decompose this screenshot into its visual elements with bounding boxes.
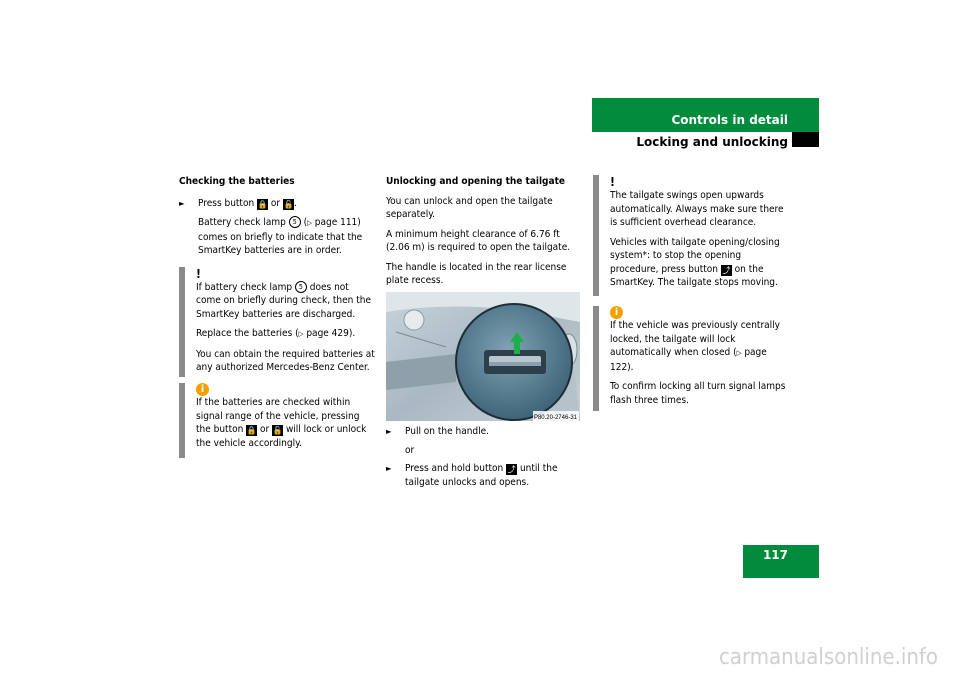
pull-handle-step: ► Pull on the handle. (386, 426, 490, 437)
lamp-number-badge: 5 (294, 280, 307, 293)
warning-text-2: Replace the batteries (▷ page 429). (196, 328, 356, 339)
page-ref-icon: ▷ (736, 349, 742, 357)
section-title: Controls in detail (671, 113, 788, 127)
unlock-key-icon: 🔓 (272, 425, 284, 436)
tailgate-text-3: The handle is located in the rear licens… (386, 261, 567, 287)
tailgate-key-icon: ⤴ (720, 264, 732, 276)
or-text: or (405, 444, 415, 456)
battery-result-text: Battery check lamp 5 (▷ page 111) comes … (198, 216, 363, 256)
step-arrow-icon: ► (386, 427, 392, 436)
press-button-step: ► Press button 🔒 or 🔓. (179, 197, 297, 210)
tailgate-handle-figure: P80.20-2746-31 (386, 292, 580, 421)
warning-text-1: If battery check lamp 5 does not come on… (196, 280, 371, 320)
lamp-number-badge: 5 (288, 216, 301, 228)
subsection-title: Locking and unlocking (636, 135, 788, 149)
info-text: If the batteries are checked within sign… (196, 397, 367, 449)
tailgate-heading: Unlocking and opening the tailgate (386, 176, 565, 187)
tailgate-text-1: You can unlock and open the tailgate sep… (386, 195, 553, 221)
page-ref-icon: ▷ (298, 330, 304, 338)
header-band (592, 98, 819, 132)
press-hold-step: ► Press and hold button ⤴ until the tail… (386, 463, 558, 488)
battery-info-note: i If the batteries are checked within si… (179, 382, 376, 458)
tailgate-key-icon: ⤴ (506, 464, 518, 475)
lock-key-icon: 🔒 (246, 425, 258, 436)
figure-code: P80.20-2746-31 (534, 415, 578, 421)
unlock-key-icon: 🔓 (282, 198, 294, 210)
info-icon: i (196, 382, 209, 396)
tailgate-text-2: A minimum height clearance of 6.76 ft (2… (386, 228, 571, 254)
step-arrow-icon: ► (179, 198, 185, 208)
tailgate-info-text-1: If the vehicle was previously centrally … (610, 320, 780, 373)
page-number: 117 (762, 548, 788, 562)
warning-icon: ! (610, 175, 615, 189)
page-ref-icon: ▷ (307, 219, 312, 227)
middle-steps: ► Pull on the handle. or ► Press and hol… (386, 425, 583, 489)
watermark: carmanualsonline.info (719, 645, 938, 670)
note-bar (593, 175, 599, 296)
header-marker (792, 132, 819, 147)
tailgate-info-text-2: To confirm locking all turn signal lamps… (610, 381, 786, 406)
batteries-heading: Checking the batteries (179, 176, 295, 187)
tailgate-handle-illustration: P80.20-2746-31 (386, 292, 580, 421)
right-column: ! The tailgate swings open upwards autom… (593, 175, 790, 411)
note-bar (179, 382, 185, 458)
battery-warning-note: ! If battery check lamp 5 does not come … (179, 266, 376, 377)
page-number-box (743, 545, 819, 578)
note-bar (179, 266, 185, 377)
warning-text-3: You can obtain the required batteries at… (196, 348, 375, 374)
warning-icon: ! (196, 266, 201, 281)
tailgate-warning-text-1: The tailgate swings open upwards automat… (610, 190, 784, 228)
tailgate-warning-note: ! The tailgate swings open upwards autom… (593, 175, 790, 296)
info-icon: i (610, 305, 623, 319)
lock-key-icon: 🔒 (257, 198, 269, 210)
left-column: Checking the batteries ► Press button 🔒 … (179, 175, 376, 458)
note-bar (593, 305, 599, 411)
tailgate-info-note: i If the vehicle was previously centrall… (593, 305, 790, 411)
step-arrow-icon: ► (386, 464, 392, 473)
tailgate-warning-text-2: Vehicles with tailgate opening/closing s… (610, 236, 780, 289)
middle-column: Unlocking and opening the tailgate You c… (386, 175, 583, 288)
